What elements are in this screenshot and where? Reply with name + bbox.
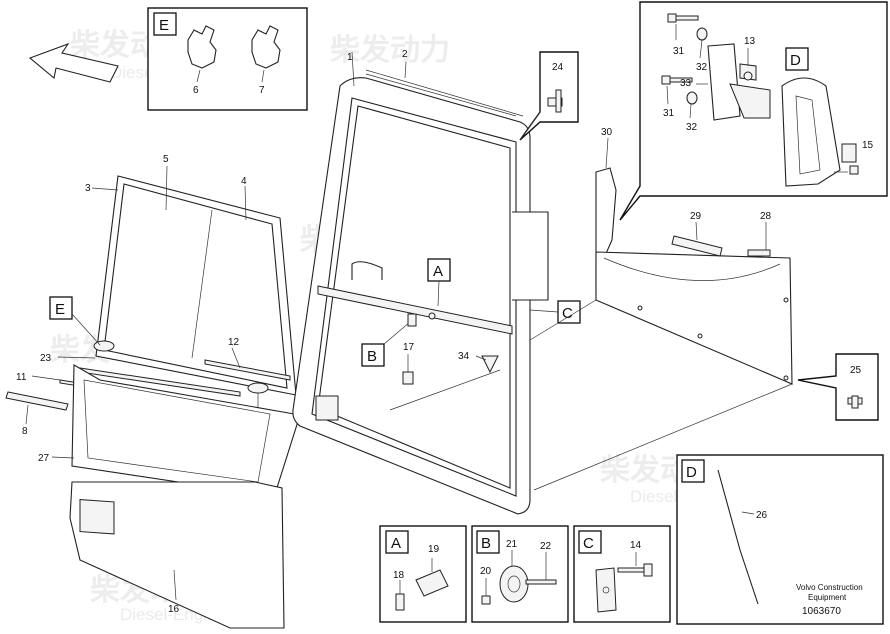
callout-a: A bbox=[427, 258, 451, 307]
part-label: 7 bbox=[259, 85, 265, 96]
part-label: 2 bbox=[402, 49, 408, 60]
detail-letter: C bbox=[562, 305, 573, 322]
clip-part bbox=[187, 25, 217, 69]
part-label: 21 bbox=[506, 539, 518, 550]
part-label: 27 bbox=[38, 453, 50, 464]
latch-part: 17 bbox=[402, 342, 415, 385]
detail-letter: C bbox=[583, 535, 594, 552]
part-label: 19 bbox=[428, 544, 440, 555]
part-label: 18 bbox=[393, 570, 405, 581]
clip-part bbox=[251, 25, 281, 69]
lower-panel: 16 bbox=[69, 481, 285, 629]
part-label: 26 bbox=[756, 510, 768, 521]
detail-24-box: 24 bbox=[519, 51, 579, 141]
side-panel: 29 28 30 bbox=[529, 127, 793, 491]
detail-letter: B bbox=[367, 348, 377, 365]
part-label: 11 bbox=[16, 372, 27, 383]
detail-letter: A bbox=[391, 535, 401, 552]
door-frame: 1 2 34 bbox=[292, 49, 549, 515]
detail-d-rod-box: D 26 Volvo Construction Equipment 106367… bbox=[676, 454, 884, 625]
part-label: 31 bbox=[663, 108, 675, 119]
part-label: 24 bbox=[552, 62, 564, 73]
part-label: 28 bbox=[760, 211, 772, 222]
detail-a-box: A 18 19 bbox=[379, 525, 467, 623]
part-label: 14 bbox=[630, 540, 642, 551]
part-label: 29 bbox=[690, 211, 702, 222]
detail-letter: D bbox=[790, 52, 801, 69]
detail-25-box: 25 bbox=[797, 353, 879, 421]
part-label: 5 bbox=[163, 154, 169, 165]
detail-letter: A bbox=[433, 263, 443, 280]
detail-letter: E bbox=[55, 301, 65, 318]
part-label: 12 bbox=[228, 337, 240, 348]
part-label: 20 bbox=[480, 566, 492, 577]
callout-b: B bbox=[361, 313, 417, 367]
part-label: 32 bbox=[696, 62, 708, 73]
detail-e-box: E 6 7 bbox=[147, 7, 308, 111]
part-label: 15 bbox=[862, 140, 874, 151]
direction-arrow-icon bbox=[28, 42, 119, 83]
part-label: 22 bbox=[540, 541, 552, 552]
detail-b-box: B 20 21 22 bbox=[471, 525, 569, 623]
part-label: 16 bbox=[168, 604, 180, 615]
footer-company: Equipment bbox=[808, 593, 847, 602]
part-label: 4 bbox=[241, 176, 247, 187]
part-label: 31 bbox=[673, 46, 685, 57]
part-label: 34 bbox=[458, 351, 470, 362]
part-label: 23 bbox=[40, 353, 52, 364]
detail-letter: E bbox=[159, 17, 169, 34]
footer-company: Volvo Construction bbox=[796, 583, 863, 592]
seal-strip: 12 bbox=[204, 337, 291, 381]
part-label: 6 bbox=[193, 85, 199, 96]
drawing-number: 1063670 bbox=[802, 606, 841, 617]
part-label: 25 bbox=[850, 365, 862, 376]
part-label: 32 bbox=[686, 122, 698, 133]
part-label: 17 bbox=[403, 342, 415, 353]
part-label: 33 bbox=[680, 78, 692, 89]
detail-d-box: D 31 31 32 32 33 13 15 bbox=[619, 1, 888, 221]
part-label: 8 bbox=[22, 426, 28, 437]
detail-letter: B bbox=[481, 535, 491, 552]
window-glass-assembly: 3 5 4 bbox=[85, 154, 297, 396]
detail-letter: D bbox=[686, 464, 697, 481]
watermark-text: 柴发动力 bbox=[330, 34, 450, 67]
part-label: 1 bbox=[347, 52, 353, 63]
part-label: 3 bbox=[85, 183, 91, 194]
callout-c: C bbox=[529, 300, 581, 324]
part-label: 30 bbox=[601, 127, 613, 138]
part-label: 13 bbox=[744, 36, 756, 47]
callout-e-left: E bbox=[49, 296, 101, 346]
clip-strip-8: 8 bbox=[5, 391, 69, 437]
detail-c-box: C 14 bbox=[573, 525, 671, 623]
